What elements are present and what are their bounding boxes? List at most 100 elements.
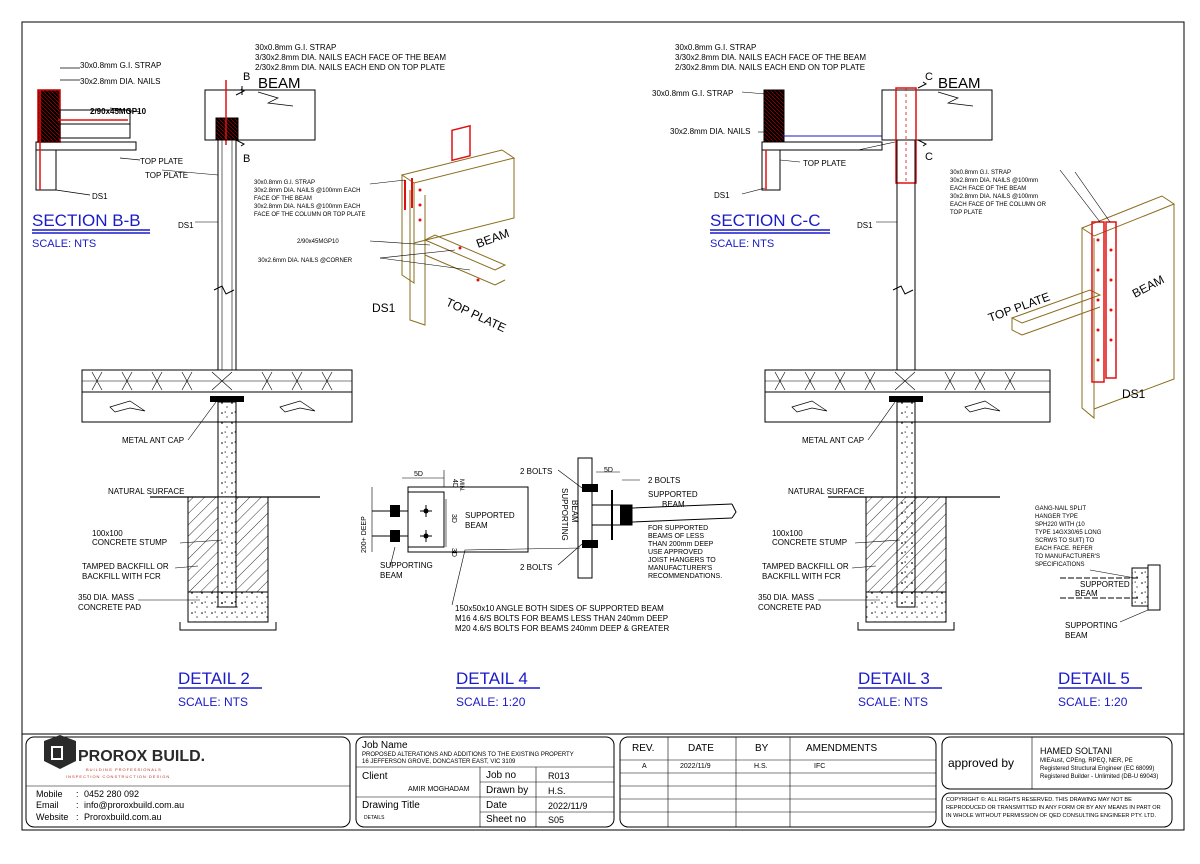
iso-connection-left xyxy=(400,124,516,326)
d2-pad-1: 350 DIA. MASS xyxy=(78,593,134,602)
section-cc-scale: SCALE: NTS xyxy=(710,238,774,250)
d4-5d-label-2: 5D xyxy=(604,467,613,474)
job-name-1: PROPOSED ALTERATIONS AND ADDITIONS TO TH… xyxy=(362,752,574,758)
detail-4-drawing xyxy=(371,457,737,606)
bb-nails-label: 30x2.8mm DIA. NAILS xyxy=(80,77,160,86)
section-bb-scale: SCALE: NTS xyxy=(32,238,96,250)
d5-beam-2: BEAM xyxy=(1065,631,1088,640)
drawing-title-value: DETAILS xyxy=(364,815,385,821)
d5-note-7: TO MANUFACTURER'S xyxy=(1035,554,1100,560)
company-logo-icon xyxy=(44,735,76,769)
d3-strap-note-2: 3/30x2.8mm DIA. NAILS EACH FACE OF THE B… xyxy=(675,53,866,62)
rev-amend-value: IFC xyxy=(814,763,826,770)
iso-mgp: 2/90x45MGP10 xyxy=(297,239,339,245)
d5-note-8: SPECIFICATIONS xyxy=(1035,562,1085,568)
sheet-border xyxy=(21,21,1185,831)
d3-ds1-label: DS1 xyxy=(857,221,873,230)
email-value[interactable]: info@proroxbuild.com.au xyxy=(84,800,185,810)
detail-3-title: DETAIL 3 xyxy=(858,669,930,688)
d3-cut-c-top: C xyxy=(925,71,933,83)
d3-natural-surface: NATURAL SURFACE xyxy=(788,487,864,496)
d4-note-1: FOR SUPPORTED xyxy=(648,525,708,532)
bb-ds1-label: DS1 xyxy=(92,192,108,201)
d4-note-7: RECOMMENDATIONS. xyxy=(648,573,722,580)
d4-min-label: MIN. xyxy=(458,479,464,492)
d4-two-bolts-3: 2 BOLTS xyxy=(648,476,680,485)
section-cc-drawing xyxy=(741,89,883,195)
rev-value: A xyxy=(642,763,647,770)
d2-backfill-1: TAMPED BACKFILL OR xyxy=(82,562,169,571)
cc-top-plate-label: TOP PLATE xyxy=(803,159,846,168)
d2-strap-note-2: 3/30x2.8mm DIA. NAILS EACH FACE OF THE B… xyxy=(255,53,446,62)
d5-note-4: TYPE 14GX30/65 LONG xyxy=(1035,530,1102,536)
detail-4-title: DETAIL 4 xyxy=(456,669,528,688)
bb-top-plate-label: TOP PLATE xyxy=(140,157,183,166)
copyright-1: COPYRIGHT ©: ALL RIGHTS RESERVED. THIS D… xyxy=(946,797,1132,803)
d3-strap-note-1: 30x0.8mm G.I. STRAP xyxy=(675,43,756,52)
iso-note-4: 30x2.8mm DIA. NAILS @100mm EACH xyxy=(254,204,360,210)
job-no-value: R013 xyxy=(548,771,570,781)
iso-beam-label: BEAM xyxy=(474,226,511,251)
rev-by-value: H.S. xyxy=(754,763,768,770)
company-name: PROROX BUILD. xyxy=(78,748,205,765)
d3-beam-label: BEAM xyxy=(938,75,981,92)
d4-beam-2: BEAM xyxy=(380,571,403,580)
sheet-no-label: Sheet no xyxy=(486,814,527,825)
d5-supported: SUPPORTED xyxy=(1080,580,1130,589)
detail-2-title: DETAIL 2 xyxy=(178,669,250,688)
d4-two-bolts-2: 2 BOLTS xyxy=(520,563,552,572)
iso2-note-6: TOP PLATE xyxy=(950,210,982,216)
job-name-label: Job Name xyxy=(362,740,408,751)
section-cc-title: SECTION C-C xyxy=(710,211,821,230)
d4-note-4: USE APPROVED xyxy=(648,549,703,556)
amendments-header: AMENDMENTS xyxy=(806,743,878,754)
date-header: DATE xyxy=(688,743,714,754)
iso-note-1: 30x0.8mm G.I. STRAP xyxy=(254,180,315,186)
d3-pad-2: CONCRETE PAD xyxy=(758,603,821,612)
website-label: Website xyxy=(36,812,69,822)
d5-beam-1: BEAM xyxy=(1075,589,1098,598)
sheet-no-value: S05 xyxy=(548,815,565,825)
detail-2-scale: SCALE: NTS xyxy=(178,695,248,709)
d4-supporting-1: SUPPORTING xyxy=(380,561,433,570)
engineer-cred-3: Registered Builder - Unlimited (DB-U 690… xyxy=(1040,774,1159,780)
drawing-title-label: Drawing Title xyxy=(362,800,420,811)
d5-note-3: SPH220 WITH (10 xyxy=(1035,522,1085,528)
d3-backfill-1: TAMPED BACKFILL OR xyxy=(762,562,849,571)
d3-stump-2: CONCRETE STUMP xyxy=(772,538,847,547)
date-label: Date xyxy=(486,800,508,811)
d5-note-1: GANG-NAIL SPLIT xyxy=(1035,506,1086,512)
d4-note-2: BEAMS OF LESS xyxy=(648,533,704,540)
rev-header: REV. xyxy=(632,743,655,754)
d4-4d-label: 4D xyxy=(451,479,458,488)
iso-top-plate-label: TOP PLATE xyxy=(444,295,509,335)
d4-5d-label: 5D xyxy=(414,471,423,478)
bb-strap-label: 30x0.8mm G.I. STRAP xyxy=(80,61,161,70)
d4-3d-label-1: 3D xyxy=(450,514,457,523)
client-value: AMIR MOGHADAM xyxy=(408,786,470,793)
iso2-note-4: 30x2.8mm DIA. NAILS @100mm xyxy=(950,194,1038,200)
d2-stump-2: CONCRETE STUMP xyxy=(92,538,167,547)
d2-cut-b-bottom: B xyxy=(243,153,250,165)
iso-connection-right xyxy=(1010,195,1176,420)
d2-strap-note-3: 2/30x2.8mm DIA. NAILS EACH END ON TOP PL… xyxy=(255,63,445,72)
iso-note-5: FACE OF THE COLUMN OR TOP PLATE xyxy=(254,212,365,218)
d3-cut-c-bottom: C xyxy=(925,151,933,163)
d5-note-2: HANGER TYPE xyxy=(1035,514,1078,520)
iso2-note-5: EACH FACE OF THE COLUMN OR xyxy=(950,202,1047,208)
d3-backfill-2: BACKFILL WITH FCR xyxy=(762,572,841,581)
website-value[interactable]: Proroxbuild.com.au xyxy=(84,812,162,822)
d4-beam-1: BEAM xyxy=(465,521,488,530)
date-value: 2022/11/9 xyxy=(548,801,588,811)
company-tagline-2: INSPECTION CONSTRUCTION DESIGN xyxy=(66,774,170,779)
engineer-cred-1: MIEAust, CPEng, RPEQ, NER, PE xyxy=(1040,758,1133,764)
d4-supporting-2: SUPPORTING xyxy=(560,488,569,541)
iso2-note-3: EACH FACE OF THE BEAM xyxy=(950,186,1026,192)
d4-angle-3: M20 4.6/S BOLTS FOR BEAMS 240mm DEEP & G… xyxy=(455,624,670,633)
d2-ds1-label: DS1 xyxy=(178,221,194,230)
company-tagline-1: BUILDING PROFESSIONALS xyxy=(86,767,162,772)
mobile-value[interactable]: 0452 280 092 xyxy=(84,789,140,799)
d3-stump-1: 100x100 xyxy=(772,529,803,538)
